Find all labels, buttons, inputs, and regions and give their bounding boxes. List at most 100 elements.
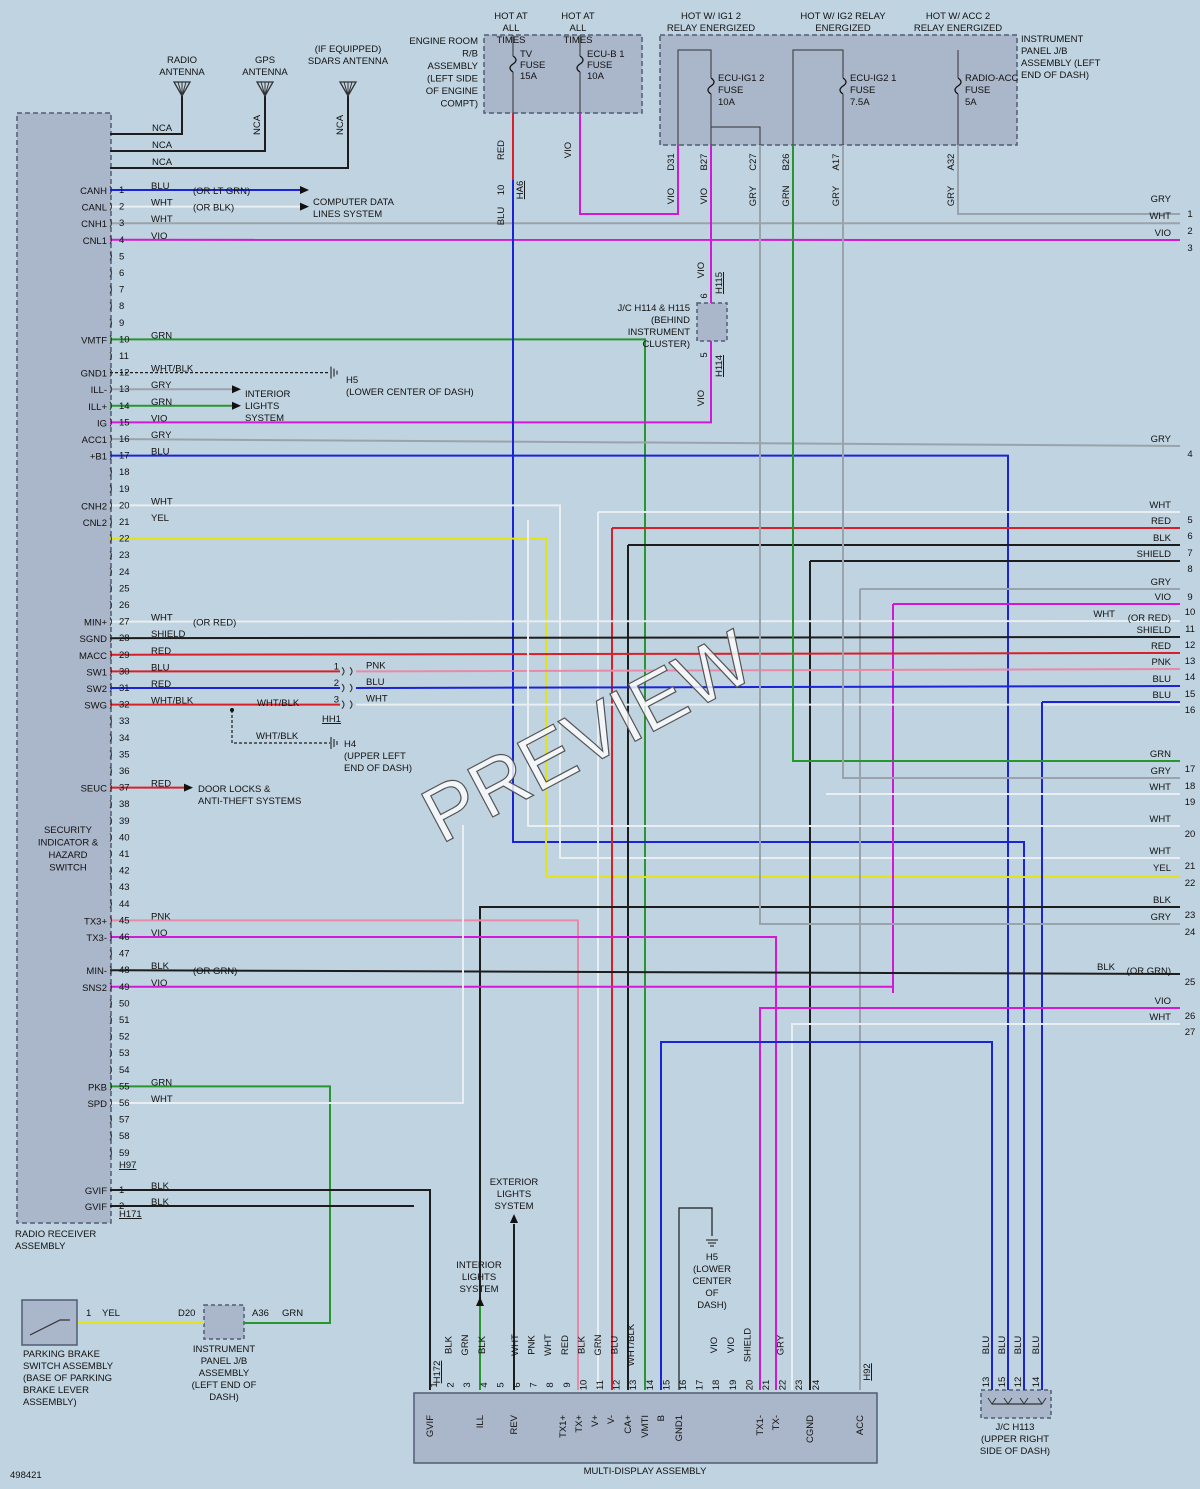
- pin-stub: [109, 1131, 112, 1141]
- radio-receiver-box: [16, 112, 112, 1224]
- pin-number: 16: [119, 434, 130, 445]
- pin-stub: [109, 866, 112, 875]
- pin-stub: [109, 434, 112, 444]
- arrow-icon: [232, 385, 241, 394]
- md-pin: 6: [512, 1382, 523, 1387]
- connector-label: H172: [432, 1361, 443, 1384]
- pin-stub: [109, 517, 112, 527]
- terminal-color: GRY: [1151, 912, 1172, 923]
- pin-stub: [109, 1032, 112, 1041]
- pin-number: 43: [119, 882, 130, 893]
- pin-stub: [109, 185, 112, 195]
- pin-signal: MIN+: [84, 618, 107, 629]
- antenna-wire-label: NCA: [152, 140, 173, 151]
- wire-label: RED: [496, 140, 507, 160]
- arrow-icon: [300, 186, 309, 194]
- terminal-color: WHT: [1093, 609, 1115, 620]
- connector-icon: [341, 700, 353, 709]
- terminal-number: 18: [1185, 781, 1196, 792]
- terminal-color: GRY: [1151, 766, 1172, 777]
- md-pin-wire: GRN: [593, 1334, 604, 1355]
- pin-number: 2: [119, 202, 124, 213]
- antenna-cable: [110, 96, 266, 152]
- terminal-number: 8: [1187, 564, 1192, 575]
- grn-17: [792, 145, 1180, 762]
- arrow-icon: [232, 401, 241, 410]
- instrument-panel-box: [659, 34, 1018, 146]
- pin-stub: [109, 467, 112, 477]
- terminal-number: 26: [1185, 1011, 1196, 1022]
- pin-number: 56: [119, 1098, 130, 1109]
- wire-label: BLU: [496, 207, 507, 226]
- pin-stub: [109, 351, 112, 361]
- pin-signal: ACC1: [82, 435, 107, 446]
- pin-wire-color: BLU: [151, 181, 170, 192]
- pin-stub: [109, 1082, 112, 1091]
- connector-label: HA6: [515, 181, 526, 199]
- pin-stub: [109, 733, 112, 743]
- terminal-number: 9: [1187, 592, 1192, 603]
- terminal-number: 5: [1187, 515, 1192, 526]
- terminal-number: 14: [1185, 672, 1196, 683]
- fuse-icon: [839, 77, 847, 95]
- terminal-number: 2: [1187, 226, 1192, 237]
- wht-20: [527, 520, 1180, 827]
- pin-stub: [109, 1148, 112, 1158]
- terminal-color: BLU: [1153, 674, 1172, 685]
- terminal-number: 15: [1185, 689, 1196, 700]
- blu-mid: [660, 1041, 993, 1390]
- jb-pin-color: GRY: [831, 185, 842, 206]
- terminal-number: 25: [1185, 977, 1196, 988]
- md-pin: 1: [429, 1382, 440, 1387]
- wire-label: VIO: [696, 262, 707, 278]
- blu-tv: [512, 180, 1025, 1390]
- md-signal: TX1-: [755, 1415, 766, 1436]
- md-pin-wire: BLU: [610, 1336, 621, 1355]
- pin-number: 58: [119, 1131, 130, 1142]
- pin-stub: [109, 650, 112, 660]
- pin-number: 57: [119, 1115, 130, 1126]
- md-pin-wire: BLK: [444, 1335, 455, 1354]
- md-pin: 13: [628, 1380, 639, 1391]
- pin-stub: [109, 783, 112, 792]
- pin-number: 6: [119, 268, 124, 279]
- instrument-jb-small-box: [203, 1304, 245, 1340]
- h5-bottom-wire: [678, 1207, 713, 1390]
- pin-wire-color: YEL: [151, 513, 169, 524]
- fuse-icon: [509, 55, 517, 73]
- sns2-wire: [110, 985, 894, 993]
- pin-number: 20: [119, 500, 130, 511]
- terminal-number: 13: [1185, 656, 1196, 667]
- wire-color: PNK: [366, 660, 386, 671]
- gvif1-wire: [110, 1189, 431, 1390]
- md-signal: GVIF: [425, 1415, 436, 1437]
- pin-number: 30: [119, 666, 130, 677]
- blu-15: [355, 685, 1181, 689]
- pin-number: 28: [119, 633, 130, 644]
- pin-stub: [109, 833, 112, 842]
- md-signal: V-: [606, 1415, 617, 1424]
- watermark: PREVIEW: [408, 613, 767, 860]
- antenna-wire-label: NCA: [152, 157, 173, 168]
- min-minus-wire: [109, 969, 1181, 975]
- terminal-color: VIO: [1155, 228, 1171, 239]
- pkb-wire: [110, 1085, 331, 1324]
- pin-number: 1: [119, 1185, 124, 1196]
- pin-stub: [109, 384, 112, 394]
- pin-wire-color: VIO: [151, 978, 167, 989]
- pin-stub: [109, 218, 112, 228]
- sgnd-wire: [109, 636, 1181, 640]
- wire-color: GRN: [282, 1308, 303, 1319]
- pin-wire-color: GRN: [151, 1077, 172, 1088]
- antenna-wire-label: NCA: [152, 123, 173, 134]
- pin-number: 6: [699, 293, 710, 298]
- md-pin-wire: VIO: [709, 1337, 720, 1353]
- pin-signal: SW1: [86, 667, 107, 678]
- pin-signal: GVIF: [85, 1202, 107, 1213]
- pin-number: 41: [119, 849, 130, 860]
- connector-h171: H171: [119, 1209, 142, 1220]
- pin-stub: [109, 368, 112, 377]
